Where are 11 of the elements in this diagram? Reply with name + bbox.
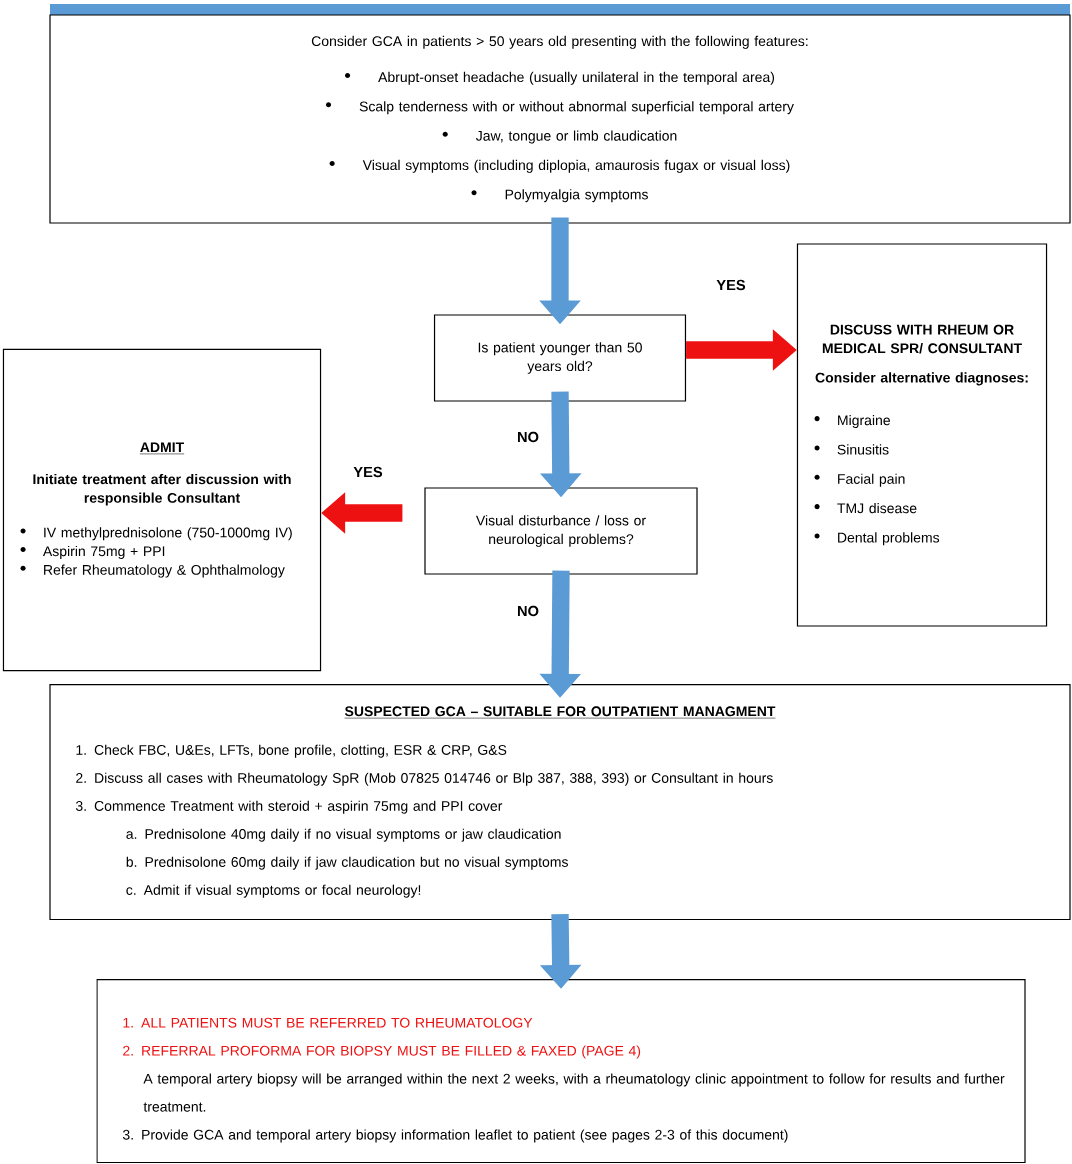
decision-box: Visual disturbance / loss or neurological problems? <box>424 487 698 575</box>
outpatient-box: SUSPECTED GCA – SUITABLE FOR OUTPATIENT MANAGMENT 1. Check FBC, U&Es, LFTs, bone profile, clotting, ESR & CRP, G&S 2. Discuss all cases with Rheumatology SpR (Mob 07825 014746 or Blp 387, 388, 393) or Consultant in hours 3. Commence Treatment with steroid + aspirin 75mg and PPI cover a. Prednisolone 40mg daily if no visual symptoms or jaw claudication b. Prednisolone 60mg daily if jaw claudication but no visual symptoms c. Admit if visual symptoms or focal neurology! <box>49 683 1071 921</box>
admit-box: ADMIT Initiate treatment after discussion with responsible Consultant IV methylprednisolone (750-1000mg IV) Aspirin 75mg + PPI Refer Rheumatology & Ophthalmology <box>2 348 322 672</box>
edge-label: NO <box>515 604 541 618</box>
advice-box: DISCUSS WITH RHEUM OR MEDICAL SPR/ CONSULTANT Consider alternative diagnoses: Migraine Sinusitis Facial pain TMJ disease Dental problems <box>796 243 1048 627</box>
edge-label: NO <box>515 430 541 444</box>
criteria-box: Consider GCA in patients > 50 years old presenting with the following features: Abrupt-onset headache (usually unilateral in the temporal area) Scalp tenderness with or without abnormal superficial temporal artery Jaw, tongue or limb claudication Visual symptoms (including diplopia, amaurosis fugax or visual loss) Polymyalgia symptoms <box>49 14 1071 224</box>
edge-label: YES <box>715 278 747 292</box>
referral-box: 1. ALL PATIENTS MUST BE REFERRED TO RHEUMATOLOGY 2. REFERRAL PROFORMA FOR BIOPSY MUST BE FILLED & FAXED (PAGE 4) A temporal artery biopsy will be arranged within the next 2 weeks, with a rheumatology clinic appointment to follow for results and further treatment. 3. Provide GCA and temporal artery biopsy information leaflet to patient (see pages 2-3 of this document) <box>96 978 1026 1164</box>
decision-box: Is patient younger than 50 years old? <box>433 314 687 402</box>
edge-label: YES <box>352 465 384 479</box>
